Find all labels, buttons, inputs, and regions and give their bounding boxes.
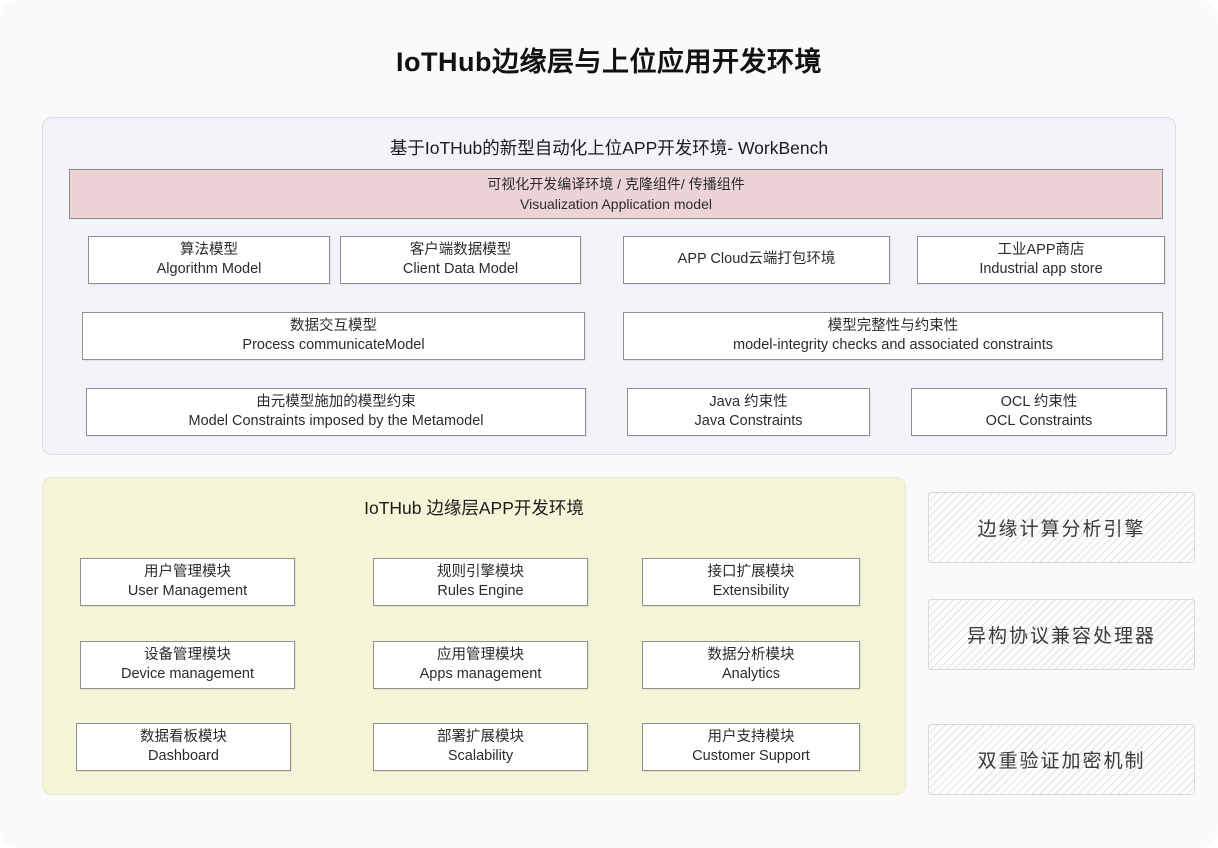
- side-box-label: 边缘计算分析引擎: [977, 519, 1146, 540]
- node-algorithm-model: 算法模型 Algorithm Model: [88, 236, 330, 284]
- edge-layer-title: IoTHub 边缘层APP开发环境: [364, 498, 584, 518]
- node-label-en: OCL Constraints: [985, 413, 1093, 429]
- side-box-protocol-compat-processor: 异构协议兼容处理器: [928, 599, 1195, 670]
- node-label-zh: OCL 约束性: [1000, 393, 1078, 410]
- node-industrial-app-store: 工业APP商店 Industrial app store: [917, 236, 1165, 284]
- node-label-zh: 数据看板模块: [140, 728, 227, 745]
- node-extensibility: 接口扩展模块 Extensibility: [642, 558, 860, 606]
- node-label-en: Industrial app store: [979, 261, 1103, 277]
- node-client-data-model: 客户端数据模型 Client Data Model: [340, 236, 581, 284]
- side-box-dual-auth-encryption: 双重验证加密机制: [928, 724, 1195, 795]
- banner-line-zh: 可视化开发编译环境 / 克隆组件/ 传播组件: [487, 176, 745, 192]
- node-label-en: Dashboard: [148, 748, 219, 764]
- node-label-zh: 规则引擎模块: [437, 563, 524, 580]
- workbench-title: 基于IoTHub的新型自动化上位APP开发环境- WorkBench: [389, 138, 829, 158]
- node-label-en: Analytics: [721, 666, 781, 682]
- node-label-en: Scalability: [447, 748, 514, 764]
- banner-line-en: Visualization Application model: [520, 196, 712, 212]
- node-app-cloud-packaging: APP Cloud云端打包环境: [623, 236, 890, 284]
- visualization-banner: 可视化开发编译环境 / 克隆组件/ 传播组件 Visualization App…: [69, 169, 1163, 219]
- node-label-zh: 部署扩展模块: [437, 728, 524, 745]
- node-label-zh: 接口扩展模块: [707, 563, 795, 580]
- node-label-en: Model Constraints imposed by the Metamod…: [188, 413, 484, 429]
- edge-layer-panel: IoTHub 边缘层APP开发环境 用户管理模块 User Management…: [42, 477, 906, 795]
- node-label-en: User Management: [127, 583, 248, 599]
- node-label-en: Java Constraints: [694, 413, 803, 429]
- node-label-zh: 用户管理模块: [144, 563, 231, 580]
- node-process-communicate-model: 数据交互模型 Process communicateModel: [82, 312, 585, 360]
- node-label-zh: Java 约束性: [709, 393, 788, 410]
- node-label-zh: 数据分析模块: [707, 646, 795, 663]
- node-label-zh: 应用管理模块: [437, 646, 524, 663]
- node-label-zh: 客户端数据模型: [409, 241, 512, 258]
- side-box-label: 异构协议兼容处理器: [966, 626, 1156, 647]
- node-label-en: Process communicateModel: [242, 337, 425, 353]
- node-label-en: Customer Support: [692, 748, 810, 764]
- node-label-zh: 算法模型: [180, 241, 238, 258]
- node-label-en: Device management: [121, 666, 254, 682]
- node-java-constraints: Java 约束性 Java Constraints: [627, 388, 870, 436]
- node-apps-management: 应用管理模块 Apps management: [373, 641, 588, 689]
- node-model-integrity-checks: 模型完整性与约束性 model-integrity checks and ass…: [623, 312, 1163, 360]
- node-label-en: Algorithm Model: [156, 261, 262, 277]
- node-device-management: 设备管理模块 Device management: [80, 641, 295, 689]
- node-label-zh: 用户支持模块: [707, 728, 795, 745]
- node-label-zh: 工业APP商店: [997, 241, 1085, 258]
- node-label-zh: 数据交互模型: [290, 317, 377, 334]
- node-label-zh: 设备管理模块: [144, 646, 231, 663]
- node-customer-support: 用户支持模块 Customer Support: [642, 723, 860, 771]
- node-analytics: 数据分析模块 Analytics: [642, 641, 860, 689]
- side-box-edge-analytics-engine: 边缘计算分析引擎: [928, 492, 1195, 563]
- node-label-zh: 由元模型施加的模型约束: [256, 393, 416, 410]
- node-metamodel-constraints: 由元模型施加的模型约束 Model Constraints imposed by…: [86, 388, 586, 436]
- side-box-label: 双重验证加密机制: [977, 751, 1146, 772]
- node-label-zh: 模型完整性与约束性: [827, 317, 959, 334]
- node-label-en: Apps management: [419, 666, 542, 682]
- node-label-en: Extensibility: [712, 583, 790, 599]
- node-label-en: model-integrity checks and associated co…: [733, 337, 1053, 353]
- node-label-en: Rules Engine: [437, 583, 524, 599]
- node-rules-engine: 规则引擎模块 Rules Engine: [373, 558, 588, 606]
- workbench-panel: 基于IoTHub的新型自动化上位APP开发环境- WorkBench 可视化开发…: [42, 117, 1176, 455]
- node-label-en: Client Data Model: [402, 261, 519, 277]
- page-title: IoTHub边缘层与上位应用开发环境: [396, 47, 822, 77]
- node-user-management: 用户管理模块 User Management: [80, 558, 295, 606]
- node-scalability: 部署扩展模块 Scalability: [373, 723, 588, 771]
- node-label-zh: APP Cloud云端打包环境: [677, 251, 836, 268]
- node-ocl-constraints: OCL 约束性 OCL Constraints: [911, 388, 1167, 436]
- node-dashboard: 数据看板模块 Dashboard: [76, 723, 291, 771]
